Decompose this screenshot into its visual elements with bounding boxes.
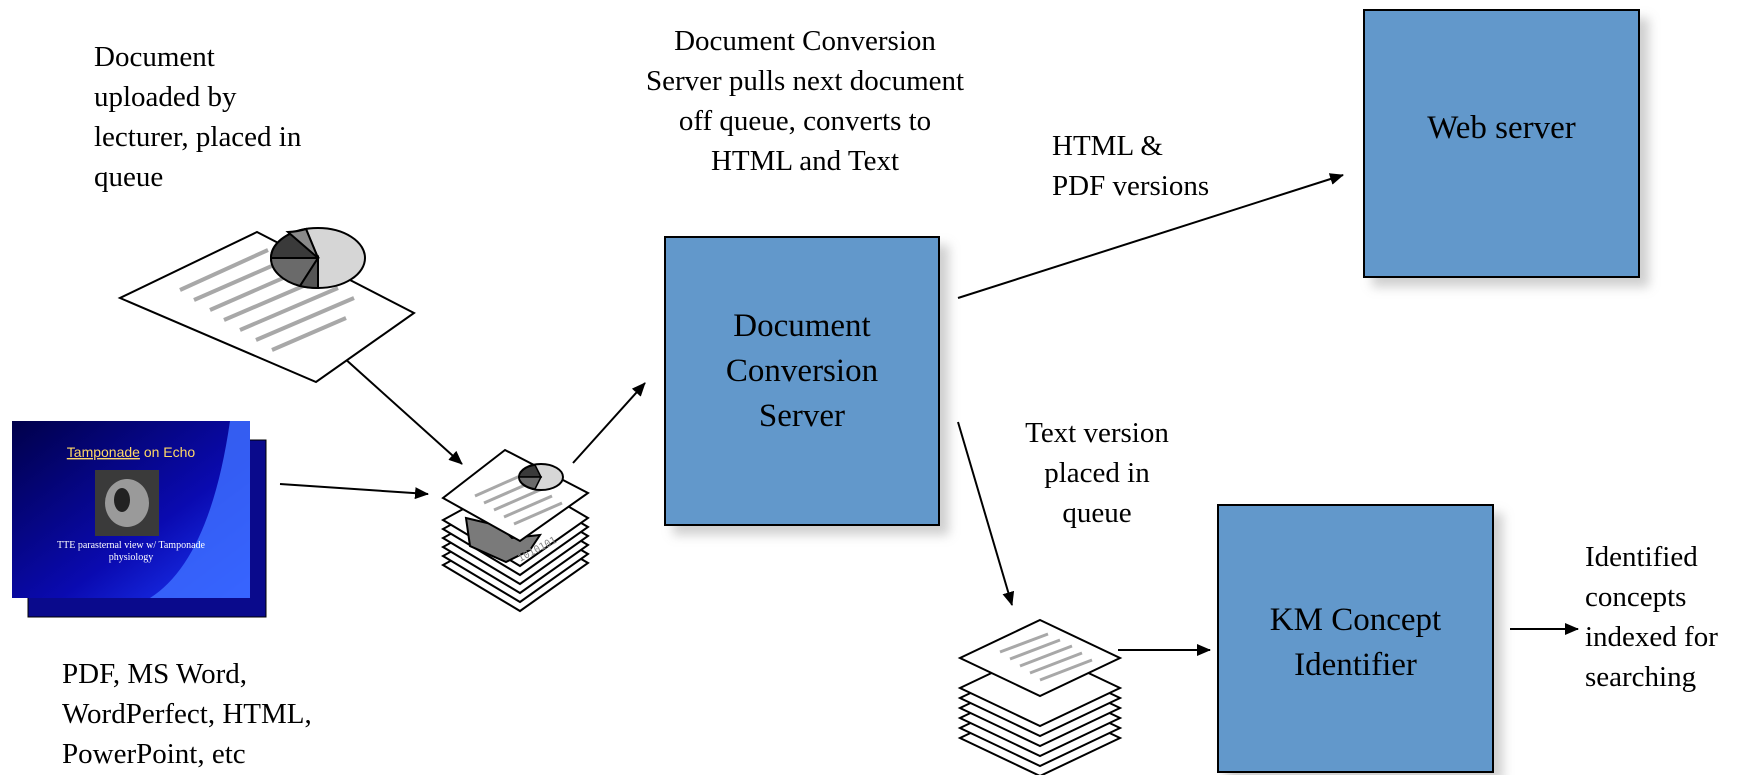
km-identifier-box: KM Concept Identifier [1217,504,1494,773]
arrow-server-to-web [957,173,1344,299]
arrow-slide-to-stack [279,483,429,500]
conversion-server-box: Document Conversion Server [664,236,940,526]
document-with-chart-icon [117,227,416,384]
document-queue-stack-icon: 1010101 [440,448,590,613]
upload-label: Document uploaded by lecturer, placed in… [94,41,302,193]
km-identifier-label: KM Concept Identifier [1269,602,1442,683]
conversion-server-label: Document Conversion Server [725,308,879,434]
html-pdf-label: HTML & PDF versions [1052,130,1210,202]
identified-label: Identified concepts indexed for searchin… [1585,541,1718,693]
web-server-box: Web server [1363,9,1640,278]
web-server-label: Web server [1427,110,1576,146]
formats-label: PDF, MS Word, WordPerfect, HTML, PowerPo… [62,658,312,770]
arrow-server-to-text-queue [957,421,1015,606]
slide-caption-line1: TTE parasternal view w/ Tamponade [57,540,206,551]
arrow-doc-to-stack [342,356,463,465]
text-queue-stack-icon [957,618,1123,775]
arrow-stack-to-server [572,382,646,464]
conversion-step-label: Document Conversion Server pulls next do… [645,25,965,177]
text-queue-label: Text version placed in queue [1025,417,1169,529]
powerpoint-slide-icon: Tamponade on Echo TTE parasternal view w… [12,421,267,618]
slide-caption-line2: physiology [109,552,153,563]
svg-text:Tamponade on Echo: Tamponade on Echo [67,444,196,460]
slide-title-keyword: Tamponade [67,444,140,460]
slide-title-rest: on Echo [140,444,195,460]
